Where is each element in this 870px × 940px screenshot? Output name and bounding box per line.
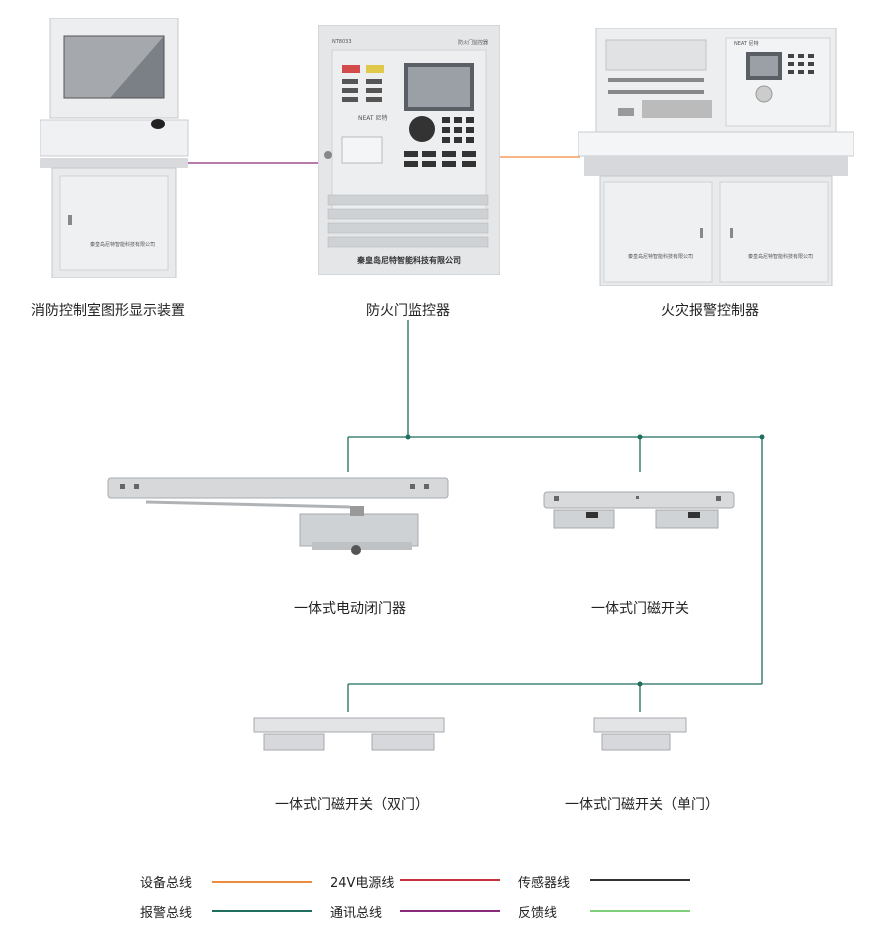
magnetic-switch-double	[252, 716, 447, 756]
legend-label: 反馈线	[518, 906, 558, 921]
legend-label: 设备总线	[140, 876, 193, 891]
controller-caption-left: 秦皇岛尼特智能科技有限公司	[628, 254, 694, 260]
fire-controller: NEAT 尼特 秦皇岛尼特智能科技有限公司 秦皇岛尼特智能科技有限公司	[578, 28, 854, 286]
alarm-bus-tree	[347, 320, 763, 712]
monitor-company: 秦皇岛尼特智能科技有限公司	[357, 256, 461, 265]
junction-dot	[405, 434, 411, 440]
monitor-model: NT8033	[332, 39, 352, 45]
legend-swatch	[212, 881, 312, 883]
display-caption: 秦皇岛尼特智能科技有限公司	[90, 242, 156, 248]
door-closer	[100, 472, 450, 582]
magnetic-switch-single	[592, 716, 692, 756]
controller-brand: NEAT 尼特	[734, 41, 759, 47]
controller-caption-right: 秦皇岛尼特智能科技有限公司	[748, 254, 814, 260]
legend-swatch	[400, 910, 500, 912]
magnetic-switch-double-label: 一体式门磁开关（双门）	[275, 797, 429, 813]
monitor-panel-title: 防火门监控器	[458, 40, 489, 46]
magnetic-switch-single-label: 一体式门磁开关（单门）	[565, 797, 719, 813]
door-monitor: NT8033 防火门监控器 NEAT 尼特 秦皇岛尼特智能科技有限公司	[318, 25, 500, 275]
display-unit-label: 消防控制室图形显示装置	[31, 303, 185, 319]
fire-controller-label: 火灾报警控制器	[661, 303, 759, 319]
junction-dot	[759, 434, 765, 440]
legend-label: 通讯总线	[330, 906, 383, 921]
junction-dot	[637, 681, 643, 687]
display-unit: 秦皇岛尼特智能科技有限公司	[40, 18, 190, 278]
legend-label: 24V电源线	[330, 876, 395, 891]
door-monitor-label: 防火门监控器	[366, 303, 450, 319]
legend-swatch	[590, 910, 690, 912]
legend-swatch	[590, 879, 690, 881]
legend: 设备总线 24V电源线 传感器线 报警总线 通讯总线 反馈线	[0, 860, 870, 930]
legend-swatch	[400, 879, 500, 881]
legend-label: 报警总线	[140, 906, 193, 921]
magnetic-switch	[540, 488, 740, 538]
monitor-brand: NEAT 尼特	[358, 115, 388, 122]
legend-label: 传感器线	[518, 876, 571, 891]
door-closer-label: 一体式电动闭门器	[294, 601, 406, 617]
junction-dot	[637, 434, 643, 440]
legend-swatch	[212, 910, 312, 912]
magnetic-switch-label: 一体式门磁开关	[591, 601, 689, 617]
